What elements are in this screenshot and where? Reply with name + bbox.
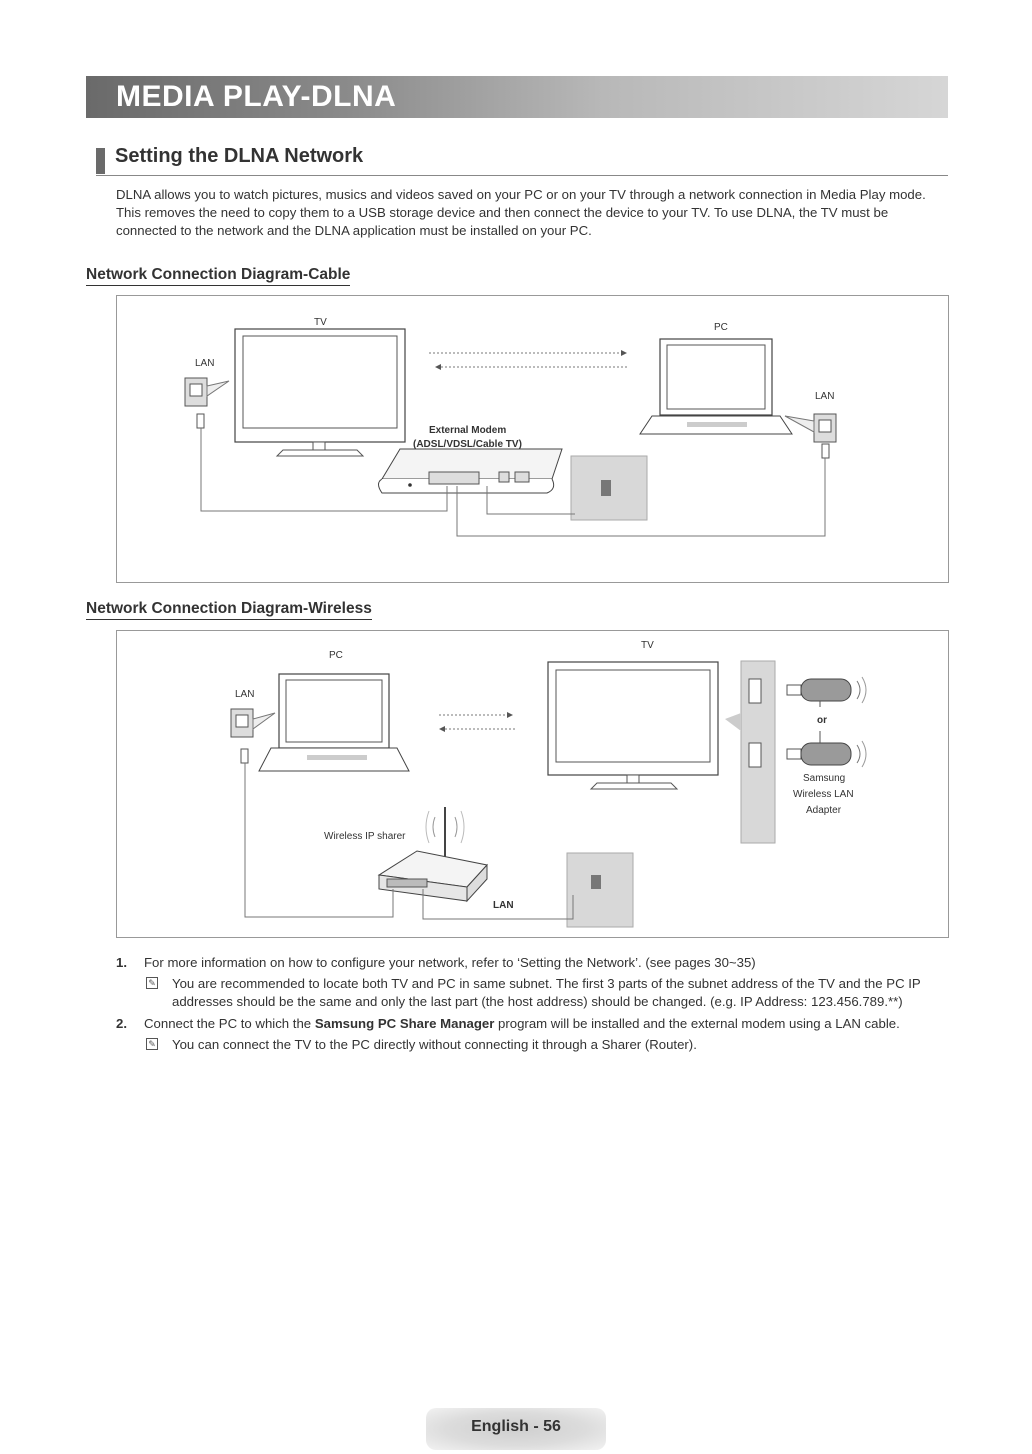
wall-outlet-illustration xyxy=(570,455,648,521)
wireless-tv-label: TV xyxy=(641,640,654,651)
cable-pc-label: PC xyxy=(714,322,728,333)
page-number-badge: English - 56 xyxy=(426,1408,606,1450)
step-item: 2. Connect the PC to which the Samsung P… xyxy=(116,1015,946,1033)
cable-tv-label: TV xyxy=(314,317,327,328)
program-name: Samsung PC Share Manager xyxy=(314,1016,495,1031)
wireless-diagram: PC LAN TV xyxy=(116,630,949,938)
section-divider xyxy=(96,175,948,176)
steps-list: 1. For more information on how to config… xyxy=(116,954,946,1058)
banner-title: MEDIA PLAY-DLNA xyxy=(116,80,397,113)
cable-diagram: TV LAN PC LAN External Modem xyxy=(116,295,949,583)
section-title: Setting the DLNA Network xyxy=(115,145,364,167)
modem-label-2: (ADSL/VDSL/Cable TV) xyxy=(413,439,522,450)
lan-port-icon xyxy=(784,413,837,459)
laptop-illustration xyxy=(258,673,410,772)
or-label: or xyxy=(817,715,827,726)
wireless-adapter-icon xyxy=(786,676,867,704)
section-marker xyxy=(96,148,105,174)
wireless-pc-label: PC xyxy=(329,650,343,661)
step-text: For more information on how to configure… xyxy=(144,955,756,970)
adapter-label-3: Adapter xyxy=(806,805,842,816)
tv-illustration xyxy=(234,328,406,457)
step-number: 1. xyxy=(116,955,127,970)
note-text: You are recommended to locate both TV an… xyxy=(172,976,921,1009)
modem-illustration xyxy=(378,448,563,494)
adapter-label-2: Wireless LAN xyxy=(793,789,854,800)
step-text-end: program will be installed and the extern… xyxy=(494,1016,900,1031)
page-number: English - 56 xyxy=(471,1418,561,1435)
step-text-start: Connect the PC to which the xyxy=(144,1016,315,1031)
step-item: 1. For more information on how to config… xyxy=(116,954,946,972)
note-text: You can connect the TV to the PC directl… xyxy=(172,1037,697,1052)
modem-label-1: External Modem xyxy=(429,425,506,436)
wireless-lan-left-label: LAN xyxy=(235,689,254,700)
wall-outlet-illustration xyxy=(566,852,634,928)
note-icon: ✎ xyxy=(146,977,158,989)
note-item: ✎ You can connect the TV to the PC direc… xyxy=(116,1036,946,1054)
wireless-diagram-heading: Network Connection Diagram-Wireless xyxy=(86,600,372,620)
step-number: 2. xyxy=(116,1016,127,1031)
note-icon: ✎ xyxy=(146,1038,158,1050)
lan-port-icon xyxy=(230,708,276,764)
wireless-adapter-icon xyxy=(786,740,867,768)
tv-illustration xyxy=(547,661,719,790)
cable-diagram-heading: Network Connection Diagram-Cable xyxy=(86,266,351,286)
wireless-lan-bottom-label: LAN xyxy=(493,900,514,911)
tv-side-panel xyxy=(725,660,776,844)
note-item: ✎ You are recommended to locate both TV … xyxy=(116,975,946,1011)
cable-lan-right-label: LAN xyxy=(815,391,834,402)
lan-port-icon xyxy=(184,377,230,429)
laptop-illustration xyxy=(639,338,793,435)
intro-paragraph: DLNA allows you to watch pictures, music… xyxy=(116,187,926,238)
cable-lan-left-label: LAN xyxy=(195,358,214,369)
sharer-label: Wireless IP sharer xyxy=(324,831,406,842)
adapter-label-1: Samsung xyxy=(803,773,845,784)
page-banner: MEDIA PLAY-DLNA xyxy=(86,76,948,118)
router-illustration xyxy=(377,807,488,903)
